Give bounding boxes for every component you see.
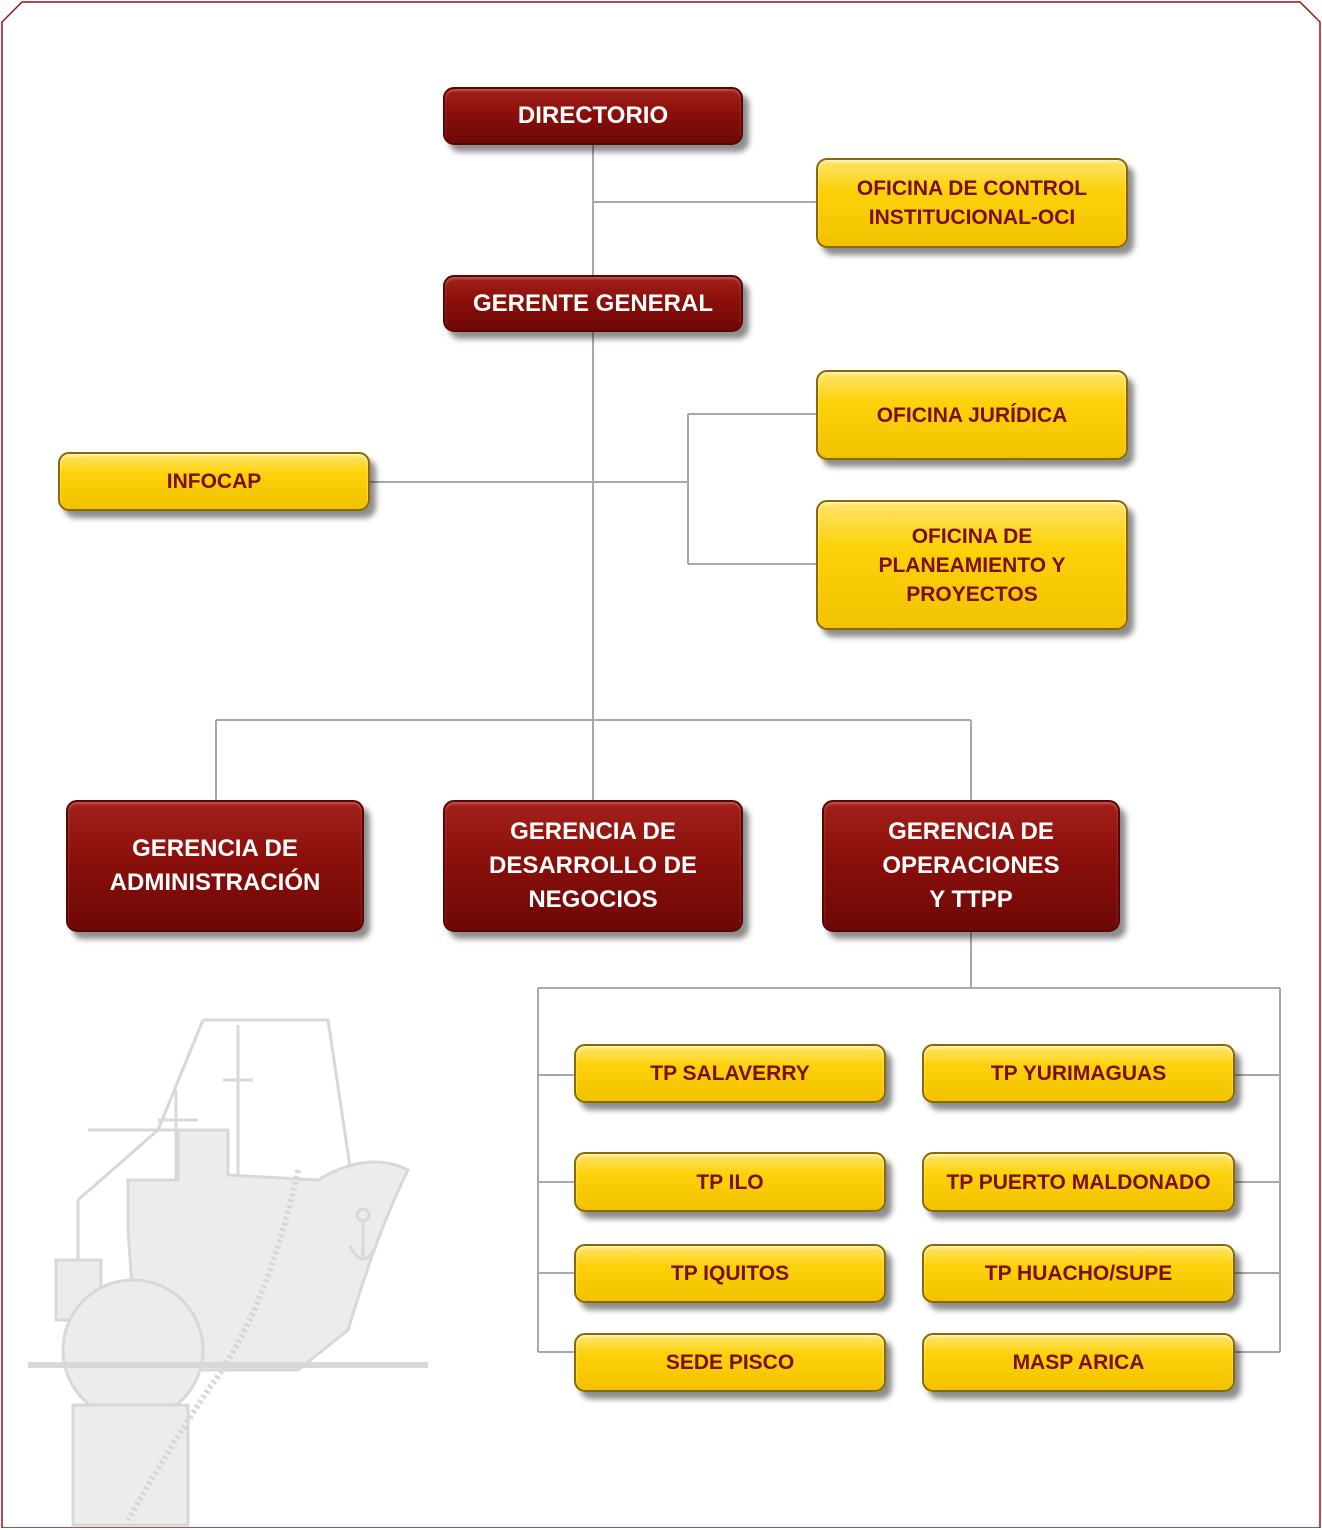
node-gerencia-administracion[interactable]: GERENCIA DE ADMINISTRACIÓN [66, 800, 364, 932]
node-tp-salaverry[interactable]: TP SALAVERRY [574, 1044, 886, 1103]
node-directorio[interactable]: DIRECTORIO [443, 87, 743, 145]
node-infocap[interactable]: INFOCAP [58, 452, 370, 511]
node-sede-pisco[interactable]: SEDE PISCO [574, 1333, 886, 1392]
node-masp-arica[interactable]: MASP ARICA [922, 1333, 1235, 1392]
node-oficina-control-institucional[interactable]: OFICINA DE CONTROL INSTITUCIONAL-OCI [816, 158, 1128, 248]
node-oficina-planeamiento[interactable]: OFICINA DE PLANEAMIENTO Y PROYECTOS [816, 500, 1128, 630]
node-gerencia-operaciones[interactable]: GERENCIA DE OPERACIONES Y TTPP [822, 800, 1120, 932]
node-tp-puerto-maldonado[interactable]: TP PUERTO MALDONADO [922, 1152, 1235, 1212]
node-tp-huacho-supe[interactable]: TP HUACHO/SUPE [922, 1244, 1235, 1303]
node-oficina-juridica[interactable]: OFICINA JURÍDICA [816, 370, 1128, 460]
node-tp-ilo[interactable]: TP ILO [574, 1152, 886, 1212]
node-tp-iquitos[interactable]: TP IQUITOS [574, 1244, 886, 1303]
port-watermark-illustration [28, 1018, 428, 1527]
node-gerente-general[interactable]: GERENTE GENERAL [443, 275, 743, 332]
node-tp-yurimaguas[interactable]: TP YURIMAGUAS [922, 1044, 1235, 1103]
node-gerencia-desarrollo-negocios[interactable]: GERENCIA DE DESARROLLO DE NEGOCIOS [443, 800, 743, 932]
